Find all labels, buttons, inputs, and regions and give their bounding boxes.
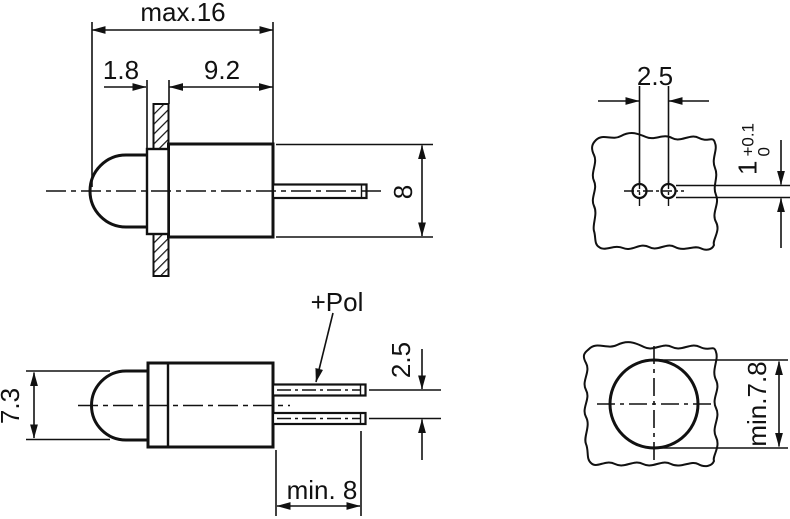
dim-hole-tol-lower: 0 <box>754 147 774 157</box>
dim-body-diameter-label: 8 <box>388 184 418 200</box>
pin-top <box>271 383 367 397</box>
polarity-label: +Pol <box>310 287 364 317</box>
view-panel-mounting-hole <box>582 341 719 468</box>
dim-panel-thickness-label: 1.8 <box>102 55 140 85</box>
dim-body-length-label: 9.2 <box>203 55 241 85</box>
holder-body <box>167 142 275 239</box>
dims-side-free <box>26 312 441 516</box>
dims-side-mounted <box>91 22 433 238</box>
dim-pin-length-label: min. 8 <box>286 475 358 505</box>
dims-panel-mounting-hole <box>655 359 788 449</box>
view-side-mounted <box>46 103 386 277</box>
panel-torn-edge <box>591 132 719 251</box>
dim-pin-pitch-label: 2.5 <box>386 341 416 379</box>
panel-hatch-top <box>152 103 170 150</box>
panel-hatch-bottom <box>152 233 170 277</box>
pin-bottom <box>271 411 367 426</box>
dim-hole-pitch-label: 2.5 <box>636 61 674 91</box>
dim-hole-diameter-value: 1 <box>732 160 763 176</box>
view-panel-pin-holes <box>591 132 719 251</box>
view-side-free <box>78 361 367 449</box>
dim-mounting-hole-label: min.7.8 <box>742 361 772 447</box>
dims-panel-pin-holes <box>598 86 790 248</box>
dim-front-diameter-label: 7.3 <box>0 387 25 425</box>
dim-overall-length-label: max.16 <box>140 0 226 27</box>
